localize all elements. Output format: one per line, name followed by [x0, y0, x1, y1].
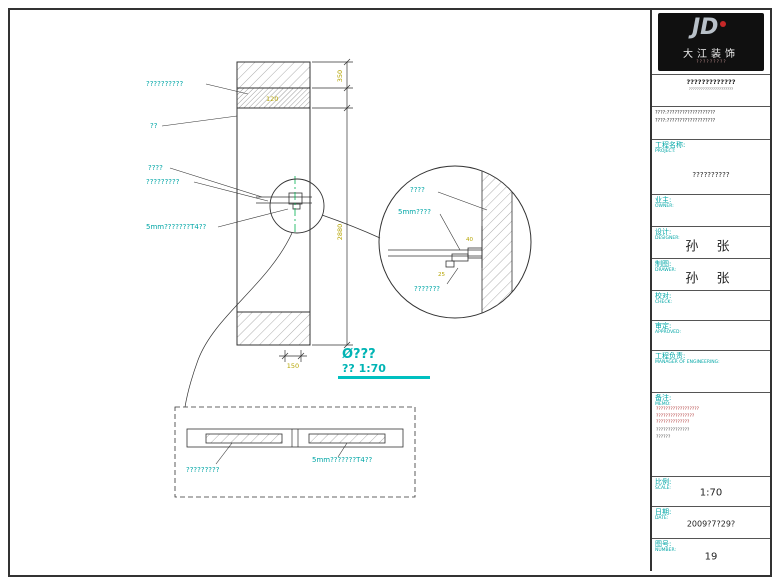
approved-label-en: APPROVED:: [655, 329, 681, 335]
project-label-en: PROJECT:: [655, 148, 676, 154]
sheet-border: [8, 8, 772, 577]
scale-label-zh: 比例:: [655, 477, 672, 486]
manager-label-zh: 工程负责:: [655, 351, 686, 360]
memo-text: ?????????????????? ???????????????? ????…: [656, 407, 768, 442]
company-name-block: ????????????? ??????????????????????: [652, 75, 770, 108]
date-label-zh: 日期:: [655, 507, 672, 516]
field-scale: 比例:SCALE: 1:70: [652, 477, 770, 507]
company-name: ?????????????: [686, 77, 736, 86]
number-label-zh: 图号:: [655, 539, 672, 548]
detail-circle-large: [378, 165, 532, 319]
detail-large-content: [388, 166, 513, 318]
plan-label-left: ?????????: [186, 466, 220, 474]
designer-value: 孙 张: [685, 239, 737, 255]
field-memo: 备注:MEMO: ?????????????????? ????????????…: [652, 393, 770, 477]
detail-dim-b: 25: [438, 272, 445, 278]
title-block: JD 大江装饰 ? ? ? ? ? ? ? ? ? ????????????? …: [650, 10, 770, 571]
drawer-label-en: DRAWER:: [655, 267, 677, 273]
label-wall: ??: [150, 122, 158, 130]
project-value: ??????????: [692, 171, 730, 180]
field-check: 校对:CHECK:: [652, 291, 770, 321]
company-address-2: ????:???????????????????: [655, 118, 716, 124]
field-drawer: 制图:DRAWER: 孙 张: [652, 259, 770, 291]
manager-label-en: MANAGER OF ENGINEERING:: [655, 359, 720, 365]
detail-circle-small: [269, 178, 325, 234]
label-panel: 5mm???????T4??: [146, 223, 207, 231]
memo-label-en: MEMO:: [655, 401, 671, 407]
scale-label-en: SCALE:: [655, 485, 671, 491]
field-project: 工程名称:PROJECT: ??????????: [652, 140, 770, 195]
memo-line: ??????????????: [656, 420, 690, 426]
logo-dot-icon: [720, 20, 726, 27]
field-designer: 设计:DESIGNER: 孙 张: [652, 227, 770, 259]
field-date: 日期:DATE: 2009?7?29?: [652, 507, 770, 539]
designer-label-zh: 设计:: [655, 227, 672, 236]
field-manager: 工程负责:MANAGER OF ENGINEERING:: [652, 351, 770, 393]
approved-label-zh: 审定:: [655, 321, 672, 330]
owner-label-zh: 业主:: [655, 195, 672, 204]
owner-label-en: OWNER:: [655, 203, 674, 209]
memo-line: ??????????????????: [656, 406, 699, 412]
check-label-en: CHECK:: [655, 299, 672, 305]
detail-label-top: ????: [410, 186, 425, 194]
drawer-value: 孙 张: [685, 271, 737, 287]
detail-label-bottom: ???????: [414, 285, 440, 293]
number-label-en: NUMBER:: [655, 547, 676, 553]
logo-name: 大江装饰: [683, 48, 739, 60]
label-board1: ????: [148, 164, 163, 172]
label-slab: ??????????: [146, 80, 183, 88]
check-label-zh: 校对:: [655, 291, 672, 300]
field-approved: 审定:APPROVED:: [652, 321, 770, 351]
field-number: 图号:NUMBER: 19: [652, 539, 770, 571]
plan-view: [174, 406, 416, 498]
project-label-zh: 工程名称:: [655, 140, 686, 149]
field-owner: 业主:OWNER:: [652, 195, 770, 227]
dim-main: 2880: [336, 224, 344, 241]
logo-mark: JD: [692, 14, 719, 40]
company-address-block: ????:??????????????????? ????:??????????…: [652, 107, 770, 140]
dimension-chain: [279, 58, 353, 362]
number-value: 19: [704, 551, 718, 563]
logo-subtitle: ? ? ? ? ? ? ? ? ?: [696, 58, 726, 64]
leader-spline-right: [321, 214, 381, 239]
scale-value: 1:70: [699, 487, 723, 499]
drawing-title: Ø??? ?? 1:70: [338, 347, 430, 379]
company-address-1: ????:???????????????????: [655, 111, 716, 117]
detail-label-mid: 5mm????: [398, 208, 431, 216]
memo-line: ????????????????: [656, 413, 695, 419]
memo-label-zh: 备注:: [655, 393, 672, 402]
company-logo: JD 大江装饰 ? ? ? ? ? ? ? ? ?: [658, 12, 764, 71]
plan-label-right: 5mm???????T4??: [312, 456, 373, 464]
drawer-label-zh: 制图:: [655, 259, 672, 268]
company-name-en: ??????????????????????: [688, 85, 734, 91]
logo-row: JD 大江装饰 ? ? ? ? ? ? ? ? ?: [652, 10, 770, 75]
leader-spline-down: [184, 232, 293, 408]
designer-label-en: DESIGNER:: [655, 235, 680, 241]
drawing-title-scale: ?? 1:70: [342, 362, 386, 375]
memo-line: ??????????????: [656, 427, 690, 433]
date-label-en: DATE:: [655, 515, 669, 521]
drawing-title-mark: Ø???: [342, 347, 376, 362]
dim-band: 120: [266, 95, 278, 103]
dim-bottom: 150: [287, 362, 299, 370]
label-board2: ?????????: [146, 178, 180, 186]
section-view: [236, 61, 312, 346]
memo-line: ??????: [656, 435, 671, 441]
detail-dim-a: 40: [466, 237, 473, 243]
date-value: 2009?7?29?: [686, 519, 736, 529]
dim-top: 350: [336, 70, 344, 82]
